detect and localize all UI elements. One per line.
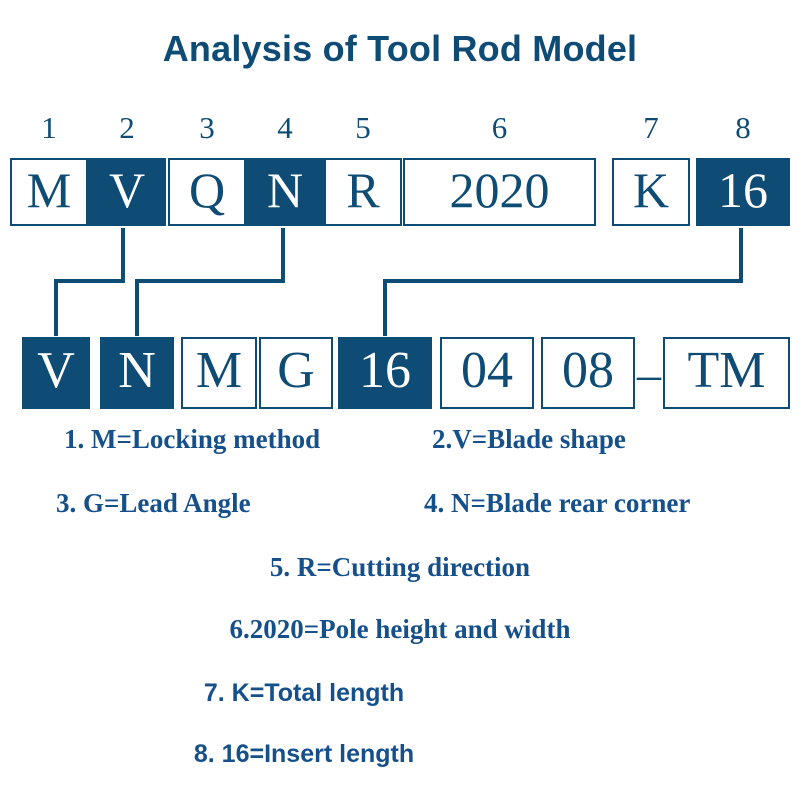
insert-cell-6-04-text: 04 — [461, 342, 513, 399]
index-number-row: 1 2 3 4 5 6 7 8 — [0, 108, 800, 150]
insert-cell-1-V-text: V — [37, 342, 75, 399]
legend-item-7: 7. K=Total length — [203, 679, 405, 707]
insert-cell-3-M-text: M — [195, 342, 243, 399]
index-number-4: 4 — [277, 110, 293, 145]
code-cell-7-K[interactable]: K — [612, 158, 690, 226]
index-number-3: 3 — [199, 110, 215, 145]
code-cell-4-N[interactable]: N — [246, 158, 324, 226]
code-cell-8-16-text: 16 — [718, 162, 768, 218]
code-cell-6-2020-text: 2020 — [449, 162, 550, 218]
insert-cell-3-M[interactable]: M — [181, 337, 257, 409]
index-number-6: 6 — [491, 110, 508, 145]
tool-holder-code-row: M V Q N R 2020 K 16 — [0, 158, 800, 228]
insert-cell-7-08-text: 08 — [562, 342, 614, 399]
insert-cell-8-TM-text: TM — [687, 342, 766, 399]
insert-cell-4-G[interactable]: G — [259, 337, 333, 409]
page-title: Analysis of Tool Rod Model — [162, 28, 638, 69]
code-cell-2-V[interactable]: V — [88, 158, 166, 226]
code-cell-5-R[interactable]: R — [324, 158, 402, 226]
insert-cell-5-16[interactable]: 16 — [338, 337, 432, 409]
code-cell-2-V-text: V — [108, 162, 146, 218]
code-cell-3-Q-text: Q — [188, 162, 226, 218]
insert-cell-4-G-text: G — [277, 342, 315, 399]
legend-item-5: 5. R=Cutting direction — [269, 552, 531, 582]
insert-cell-6-04[interactable]: 04 — [440, 337, 534, 409]
code-cell-3-Q[interactable]: Q — [168, 158, 246, 226]
legend-item-1: 1. M=Locking method — [64, 424, 321, 454]
connector-n — [135, 228, 285, 336]
legend-item-8: 8. 16=Insert length — [193, 740, 415, 768]
connector-16 — [383, 228, 743, 336]
legend-item-3: 3. G=Lead Angle — [56, 488, 251, 518]
code-cell-7-K-text: K — [632, 162, 670, 218]
index-number-5: 5 — [355, 110, 371, 145]
legend-item-2: 2.V=Blade shape — [432, 424, 626, 454]
insert-code-row: V N M G 16 04 08 – TM — [0, 337, 800, 409]
insert-cell-2-N-text: N — [118, 342, 156, 399]
index-number-2: 2 — [119, 110, 135, 145]
insert-cell-7-08[interactable]: 08 — [541, 337, 635, 409]
index-number-7: 7 — [643, 110, 659, 145]
index-number-8: 8 — [735, 110, 751, 145]
insert-cell-8-TM[interactable]: TM — [663, 337, 790, 409]
code-cell-1-M[interactable]: M — [10, 158, 88, 226]
legend-item-4: 4. N=Blade rear corner — [424, 488, 691, 518]
code-cell-1-M-text: M — [26, 162, 72, 218]
legend-item-6: 6.2020=Pole height and width — [229, 614, 571, 644]
code-cell-4-N-text: N — [266, 162, 304, 218]
connector-v — [54, 228, 125, 336]
insert-cell-2-N[interactable]: N — [100, 337, 174, 409]
code-cell-5-R-text: R — [346, 162, 380, 218]
index-number-1: 1 — [41, 110, 57, 145]
insert-code-separator: – — [637, 348, 661, 401]
insert-cell-5-16-text: 16 — [359, 342, 411, 399]
insert-cell-1-V[interactable]: V — [22, 337, 90, 409]
code-cell-6-2020[interactable]: 2020 — [403, 158, 596, 226]
code-cell-8-16[interactable]: 16 — [696, 158, 790, 226]
